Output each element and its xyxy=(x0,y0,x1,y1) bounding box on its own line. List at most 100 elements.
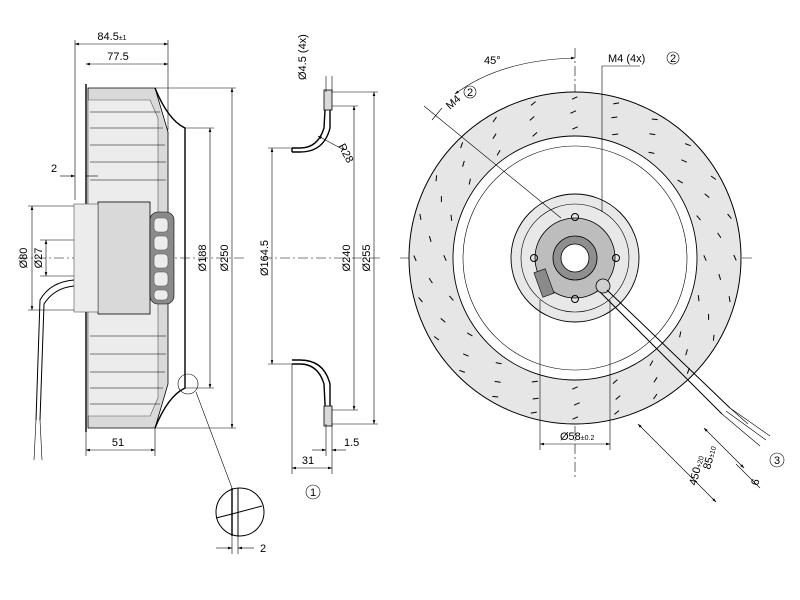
blade-mark xyxy=(615,395,621,400)
blade-mark xyxy=(428,236,432,243)
dim-wire: 6 xyxy=(749,478,762,487)
blade-mark xyxy=(717,232,722,239)
blade-mark xyxy=(613,102,620,105)
blade-mark xyxy=(570,110,577,114)
blade-mark xyxy=(572,126,578,130)
blade-mark xyxy=(418,297,423,303)
blade-mark xyxy=(492,133,497,139)
blade-mark xyxy=(684,143,691,147)
blade-mark xyxy=(728,296,731,303)
dim-blade-width: 77.5 xyxy=(107,51,128,63)
blade-mark xyxy=(462,160,465,167)
dim-angle: 45° xyxy=(484,55,501,67)
blade-mark xyxy=(573,402,580,406)
blade-mark xyxy=(727,213,732,219)
blade-mark xyxy=(612,133,619,136)
dim-m4-top: M4 (4x) xyxy=(608,53,645,65)
callout-cable: 3 xyxy=(774,455,780,467)
dim-m4-diag: M4 xyxy=(444,93,463,112)
dim-thickness: 1.5 xyxy=(344,437,359,449)
blade-mark xyxy=(530,101,536,106)
blade-mark xyxy=(703,255,707,261)
callout-inlet-ring: 1 xyxy=(310,487,316,499)
blade-mark xyxy=(419,213,422,220)
blade-mark xyxy=(614,410,620,415)
dim-lead-b: 450+20 xyxy=(687,454,706,486)
blade-marks xyxy=(413,96,737,420)
blade-mark xyxy=(492,116,497,123)
dim-m4-top-ref: 2 xyxy=(670,53,676,65)
blade-mark xyxy=(440,318,446,323)
dim-lead-a: 85±10 xyxy=(701,445,719,471)
blade-mark xyxy=(449,295,454,301)
blade-mark xyxy=(681,159,688,163)
blade-mark xyxy=(696,215,701,221)
blade-mark xyxy=(651,118,658,121)
blade-mark xyxy=(496,149,501,156)
blade-mark xyxy=(532,132,538,137)
dim-overall-width: 84.5±1 xyxy=(97,31,126,43)
blade-mark xyxy=(531,380,538,383)
front-view: 45° M4 2 M4 (4x) 2 Ø58±0.2 85±10 450+20 … xyxy=(400,48,785,503)
dim-d80: Ø80 xyxy=(18,248,30,269)
dim-hole: Ø4.5 (4x) xyxy=(297,34,309,80)
cable-gland xyxy=(595,278,611,294)
blade-mark xyxy=(435,175,438,182)
blade-mark xyxy=(685,349,688,356)
blade-mark xyxy=(653,377,658,383)
motor-cooling-fins xyxy=(153,217,169,301)
blade-mark xyxy=(712,334,715,341)
blade-mark xyxy=(428,277,433,284)
detail-view: 2 xyxy=(215,487,266,555)
blade-mark xyxy=(704,193,710,198)
blade-mark xyxy=(495,362,502,365)
blade-mark xyxy=(572,416,579,420)
blade-mark xyxy=(468,178,471,185)
blade-mark xyxy=(460,142,464,149)
inlet-ring-view: Ø4.5 (4x) R28 Ø164.5 Ø240 Ø255 1.5 31 1 xyxy=(259,34,380,500)
dim-d188: Ø188 xyxy=(197,245,209,272)
blade-mark xyxy=(697,295,700,302)
dim-offset: 2 xyxy=(51,163,57,175)
dim-d27: Ø27 xyxy=(33,248,45,269)
blade-mark xyxy=(459,369,466,373)
cable xyxy=(35,279,75,421)
blade-mark xyxy=(413,255,417,262)
blade-mark xyxy=(572,386,578,390)
blade-mark xyxy=(718,273,722,280)
blade-mark xyxy=(532,397,539,400)
dim-detail: 2 xyxy=(260,543,266,555)
dim-d250: Ø250 xyxy=(219,245,231,272)
dim-radius: R28 xyxy=(335,142,355,165)
blade-mark xyxy=(571,96,578,100)
motor-body xyxy=(97,201,151,315)
blade-mark xyxy=(679,331,682,338)
dim-hub-depth: 51 xyxy=(112,437,124,449)
blade-mark xyxy=(710,175,717,180)
blade-mark xyxy=(450,214,453,221)
blade-mark xyxy=(462,353,469,357)
blade-mark xyxy=(611,116,618,119)
blade-mark xyxy=(677,179,684,184)
blade-mark xyxy=(648,151,655,154)
blade-mark xyxy=(443,255,447,261)
dim-depth: 31 xyxy=(302,455,314,467)
dim-d58: Ø58±0.2 xyxy=(560,431,594,443)
dim-m4-diag-ref: 2 xyxy=(467,87,473,99)
blade-mark xyxy=(530,411,537,414)
dim-d164: Ø164.5 xyxy=(259,240,271,276)
blade-mark xyxy=(649,133,656,136)
blade-mark xyxy=(612,379,618,384)
blade-mark xyxy=(492,395,499,398)
blade-mark xyxy=(529,116,535,121)
blade-mark xyxy=(653,393,658,400)
dim-d255: Ø255 xyxy=(361,245,373,272)
blade-mark xyxy=(494,380,501,383)
blade-mark xyxy=(733,254,737,261)
side-view: 84.5±1 77.5 2 51 Ø80 Ø27 Ø188 Ø250 xyxy=(18,31,266,555)
blade-mark xyxy=(466,332,473,337)
blade-mark xyxy=(433,336,440,341)
dim-d240: Ø240 xyxy=(341,245,353,272)
blade-mark xyxy=(649,360,654,367)
